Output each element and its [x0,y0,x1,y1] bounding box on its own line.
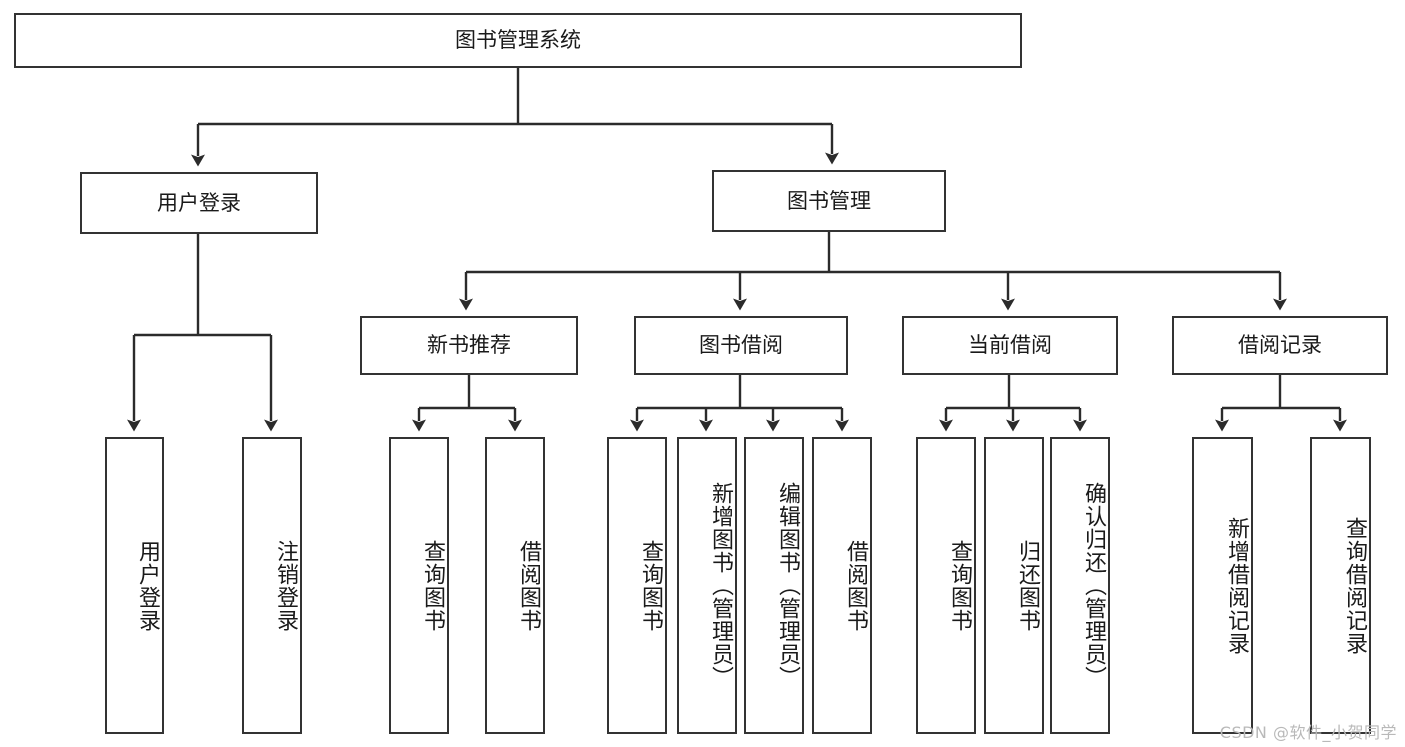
node-label: 用户登录 [157,190,241,215]
node-book-borrow[interactable]: 图书借阅 [634,316,848,375]
node-label: 新增图书（管理员） [708,482,733,689]
leaf-add-book[interactable]: 新增图书（管理员） [677,437,737,734]
node-label: 借阅图书 [516,539,541,632]
node-current-borrow[interactable]: 当前借阅 [902,316,1118,375]
node-book-management[interactable]: 图书管理 [712,170,946,232]
node-label: 借阅记录 [1238,333,1322,358]
leaf-add-borrow-record[interactable]: 新增借阅记录 [1192,437,1253,734]
leaf-confirm-return[interactable]: 确认归还（管理员） [1050,437,1110,734]
node-label: 新书推荐 [427,333,511,358]
node-label: 图书管理系统 [455,28,581,53]
node-label: 查询图书 [638,539,663,632]
node-label: 查询图书 [420,539,445,632]
node-label: 注销登录 [273,539,298,632]
leaf-query-book-borrow[interactable]: 查询图书 [607,437,667,734]
leaf-query-book-recommend[interactable]: 查询图书 [389,437,449,734]
leaf-user-logout[interactable]: 注销登录 [242,437,302,734]
node-label: 编辑图书（管理员） [775,482,800,689]
leaf-borrow-book[interactable]: 借阅图书 [812,437,872,734]
node-label: 新增借阅记录 [1224,516,1249,655]
node-borrow-record[interactable]: 借阅记录 [1172,316,1388,375]
node-label: 图书借阅 [699,333,783,358]
node-label: 图书管理 [787,188,871,213]
node-label: 归还图书 [1015,539,1040,632]
node-label: 当前借阅 [968,333,1052,358]
node-root-book-management-system[interactable]: 图书管理系统 [14,13,1022,68]
node-label: 确认归还（管理员） [1081,482,1106,689]
leaf-query-book-current[interactable]: 查询图书 [916,437,976,734]
node-label: 查询图书 [947,539,972,632]
leaf-edit-book[interactable]: 编辑图书（管理员） [744,437,804,734]
node-label: 借阅图书 [843,539,868,632]
leaf-borrow-book-recommend[interactable]: 借阅图书 [485,437,545,734]
leaf-user-login[interactable]: 用户登录 [105,437,164,734]
node-label: 查询借阅记录 [1342,516,1367,655]
node-user-login[interactable]: 用户登录 [80,172,318,234]
csdn-watermark: CSDN @软件_小贺同学 [1219,723,1397,742]
leaf-query-borrow-record[interactable]: 查询借阅记录 [1310,437,1371,734]
node-new-book-recommend[interactable]: 新书推荐 [360,316,578,375]
leaf-return-book[interactable]: 归还图书 [984,437,1044,734]
node-label: 用户登录 [135,539,160,632]
